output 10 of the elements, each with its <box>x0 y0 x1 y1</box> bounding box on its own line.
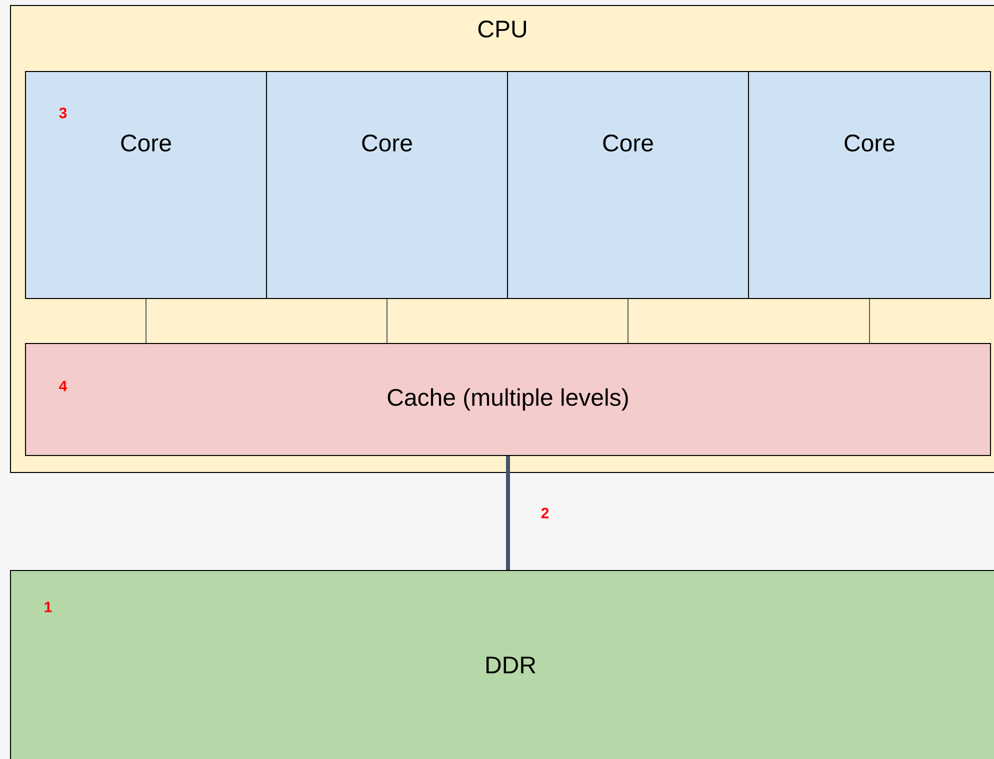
core-box: Core <box>266 70 508 299</box>
core-box: Core <box>748 70 991 299</box>
callout-number: 3 <box>59 108 67 118</box>
callout-number: 4 <box>59 380 68 392</box>
connector-line <box>869 298 870 344</box>
callout-number: 1 <box>44 602 52 612</box>
callout-number: 2 <box>541 508 549 518</box>
connector-line <box>506 456 510 570</box>
core-box: Core <box>507 70 749 299</box>
connector-line <box>386 298 388 344</box>
